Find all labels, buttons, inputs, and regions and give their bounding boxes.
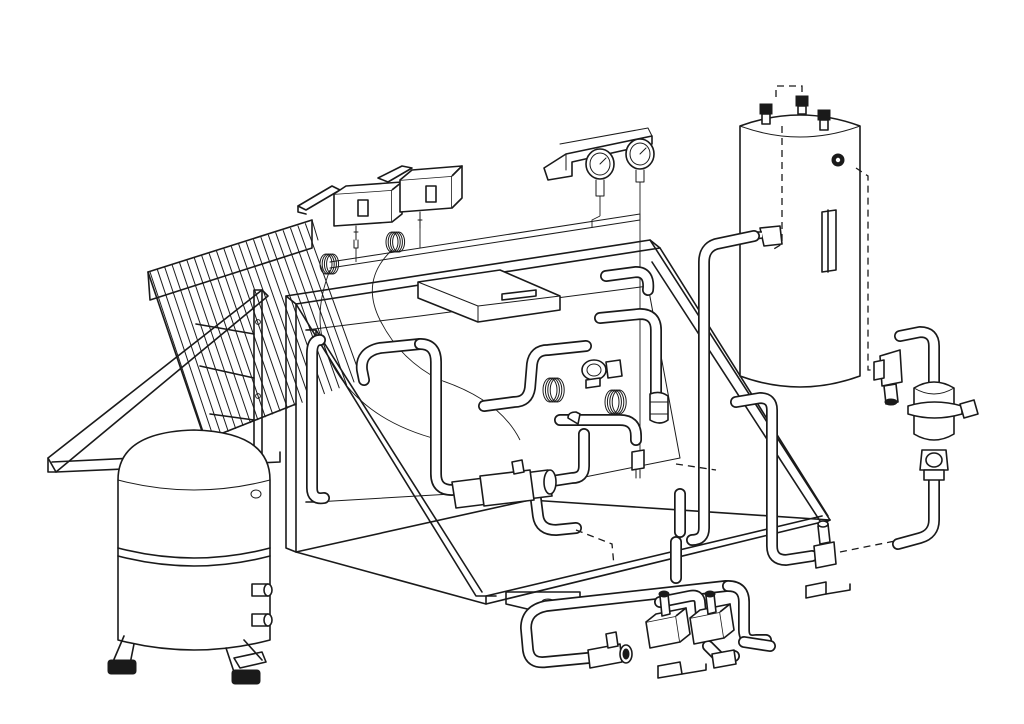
gauge-bracket bbox=[543, 127, 653, 181]
coil-loop bbox=[326, 253, 340, 275]
condenser-fin bbox=[304, 223, 362, 380]
condenser-fin bbox=[290, 227, 348, 386]
coil-loop bbox=[323, 253, 337, 275]
pressure-gauge-discharge bbox=[625, 138, 655, 183]
condenser-coil bbox=[147, 219, 362, 441]
pressure-switch-high bbox=[377, 165, 463, 229]
condenser-fin bbox=[223, 248, 281, 412]
coil-loop bbox=[606, 389, 622, 415]
coil-loop bbox=[392, 231, 406, 253]
condenser-fin bbox=[208, 253, 266, 418]
condenser-fin bbox=[297, 225, 355, 383]
coil-loop bbox=[549, 377, 565, 403]
condenser-fin bbox=[186, 260, 244, 426]
pressure-switch-low bbox=[297, 181, 403, 249]
coil-loop bbox=[389, 231, 403, 253]
capillary-tubing bbox=[319, 182, 641, 460]
condenser-fin bbox=[171, 264, 229, 432]
condenser-fin bbox=[253, 239, 311, 400]
coil-loop bbox=[542, 377, 558, 403]
liquid-line-right bbox=[686, 230, 979, 569]
coil-loop bbox=[385, 231, 399, 253]
coil-loop bbox=[544, 377, 560, 403]
condenser-fin bbox=[164, 266, 222, 435]
liquid-receiver bbox=[739, 85, 886, 388]
coil-loop bbox=[319, 253, 333, 275]
coil-loop bbox=[547, 377, 563, 403]
coil-loop bbox=[609, 389, 625, 415]
condenser-fin bbox=[245, 241, 303, 403]
condenser-fin bbox=[230, 246, 288, 409]
pressure-gauge-suction bbox=[585, 148, 615, 197]
condenser-fin bbox=[275, 232, 333, 392]
condenser-fin bbox=[193, 257, 251, 424]
coil-loop bbox=[604, 389, 620, 415]
mounting-brackets bbox=[657, 581, 851, 679]
coil-loop bbox=[611, 389, 627, 415]
condenser-fin bbox=[282, 230, 340, 389]
coil-loop bbox=[387, 231, 401, 253]
internal-piping bbox=[306, 266, 717, 584]
condenser-fin bbox=[201, 255, 259, 421]
condenser-fin bbox=[156, 269, 214, 438]
solenoid-valves bbox=[520, 580, 776, 669]
compressor bbox=[107, 429, 273, 685]
